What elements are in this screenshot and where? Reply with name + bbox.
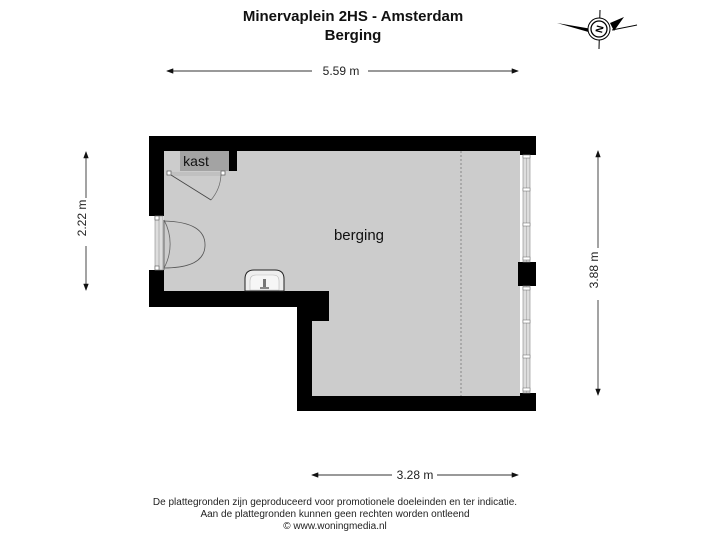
north-arrow-icon: N xyxy=(557,9,638,50)
walls xyxy=(149,136,536,411)
dimension-right-height: 3.88 m xyxy=(587,150,601,396)
svg-text:3.28 m: 3.28 m xyxy=(397,468,434,482)
dimension-bottom-width: 3.28 m xyxy=(311,468,519,482)
kast-closet: kast xyxy=(166,151,229,176)
entrance-door-icon[interactable] xyxy=(154,215,206,271)
kast-door-icon[interactable] xyxy=(170,174,222,201)
disclaimer-line-1: De plattegronden zijn geproduceerd voor … xyxy=(152,497,518,508)
dimension-left-height: 2.22 m xyxy=(75,151,89,291)
page-subtitle: Berging xyxy=(324,27,382,44)
svg-text:5.59 m: 5.59 m xyxy=(323,64,360,78)
window-icon xyxy=(522,154,531,394)
room-label-berging: berging xyxy=(334,227,384,244)
svg-text:N: N xyxy=(594,24,606,34)
disclaimer-line-2: Aan de plattegronden kunnen geen rechten… xyxy=(200,509,470,520)
dimension-top-width: 5.59 m xyxy=(166,64,519,78)
svg-text:3.88 m: 3.88 m xyxy=(587,252,601,289)
page-title: Minervaplein 2HS - Amsterdam xyxy=(242,8,464,25)
svg-text:2.22 m: 2.22 m xyxy=(75,200,89,237)
sink-icon xyxy=(244,269,285,292)
berging-floor xyxy=(164,151,520,396)
copyright-line: © www.woningmedia.nl xyxy=(283,521,387,532)
svg-text:kast: kast xyxy=(183,153,209,169)
